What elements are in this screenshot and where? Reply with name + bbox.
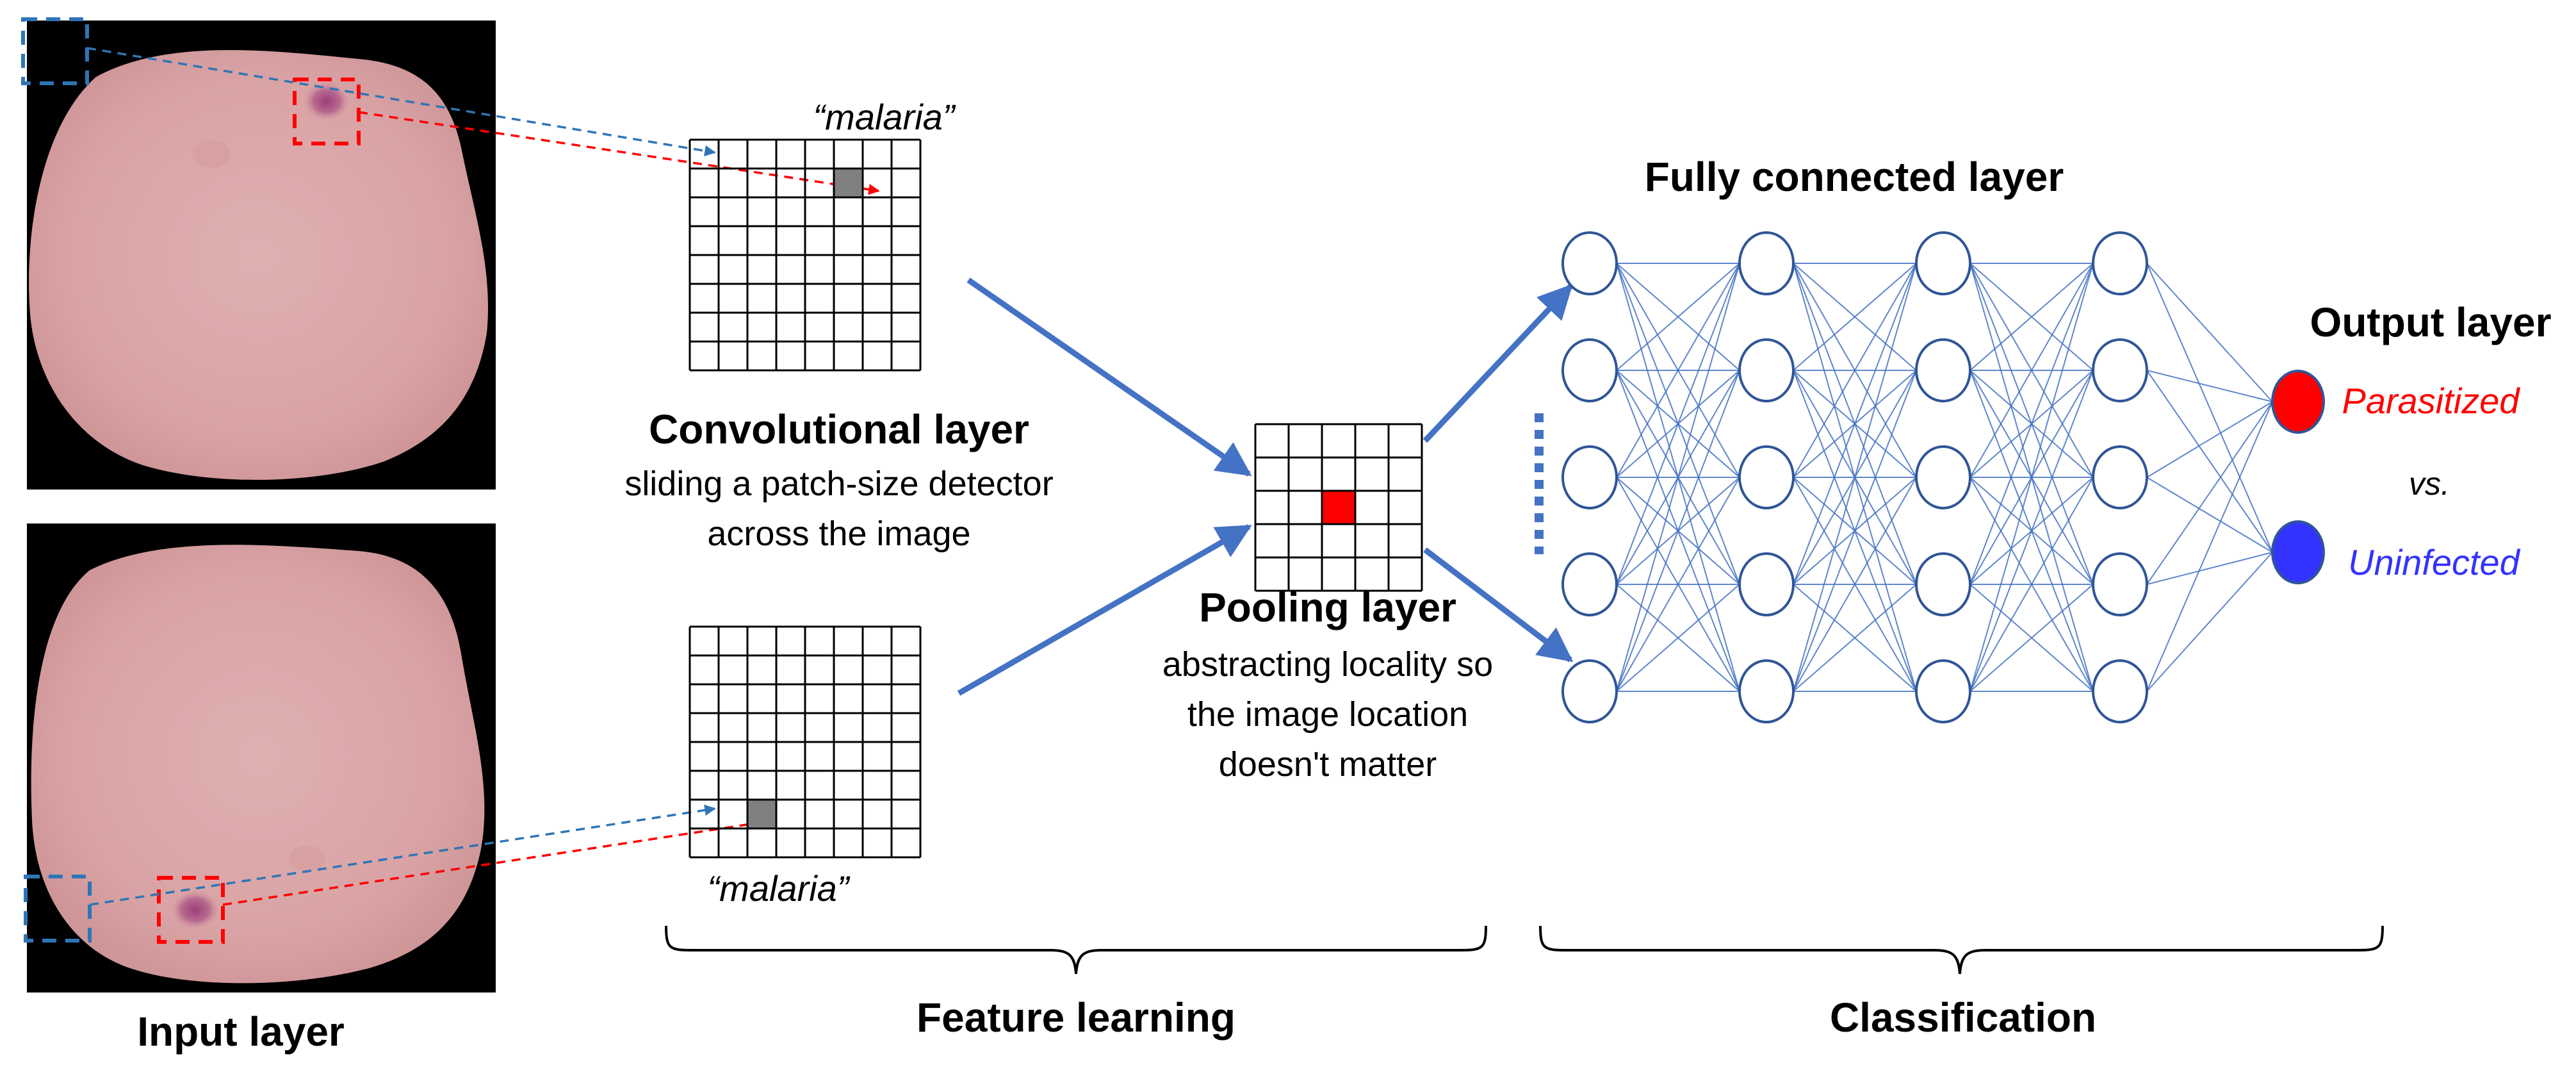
stage-feature-learning: Feature learning [917, 994, 1235, 1041]
network-connection [1793, 263, 1917, 478]
network-connection [1793, 477, 1917, 692]
blue-patch-top [21, 17, 89, 85]
conv-layer-description-2: across the image [707, 515, 970, 553]
conv-feature-map-top [689, 138, 922, 372]
feature-label-top: “malaria” [813, 97, 956, 137]
feature-label-bottom: “malaria” [708, 868, 851, 909]
network-connection [1969, 263, 2094, 692]
arrow-pool-to-fc-bottom [1423, 547, 1574, 663]
blue-patch-bottom [24, 875, 92, 943]
fc-neuron [1915, 552, 1971, 616]
arrow-conv-bottom-to-pool [957, 524, 1252, 696]
grid-activated-cell [747, 800, 776, 828]
network-connection [2146, 263, 2273, 402]
red-patch-bottom [157, 876, 225, 944]
fc-neuron [1561, 445, 1618, 509]
output-neuron-parasitized [2271, 370, 2325, 434]
network-connection [1793, 370, 1917, 692]
fc-neuron [1915, 338, 1971, 402]
red-patch-top [293, 78, 361, 145]
network-connection [2146, 401, 2273, 692]
network-connection [2146, 370, 2273, 402]
network-connection [1793, 263, 1917, 371]
fc-neuron [1915, 445, 1971, 509]
stage-classification: Classification [1830, 994, 2096, 1041]
fc-neuron [1738, 445, 1795, 509]
network-connection [2146, 401, 2273, 585]
conv-layer-title: Convolutional layer [649, 406, 1029, 452]
fc-neuron [1561, 659, 1618, 723]
network-connection [1969, 263, 2094, 585]
brace-classification [1539, 925, 2384, 975]
network-connection [1616, 263, 1740, 371]
pooling-feature-map [1254, 423, 1423, 592]
network-connection [2146, 263, 2273, 553]
network-connection [1616, 263, 1740, 585]
output-class-uninfected: Uninfected [2348, 542, 2521, 582]
fc-neuron [1915, 231, 1971, 295]
pooling-layer-description-1: abstracting locality so [1162, 645, 1493, 684]
network-connection [2146, 370, 2273, 553]
network-connection [1793, 263, 1917, 692]
network-connection [2146, 477, 2273, 553]
arrow-pool-to-fc-top [1423, 284, 1573, 443]
fc-neuron [1738, 231, 1795, 295]
output-layer-title: Output layer [2310, 299, 2552, 345]
network-connection [1616, 477, 1740, 692]
output-separator: vs. [2409, 466, 2450, 502]
network-connection [1969, 263, 2094, 371]
fc-neuron [1561, 231, 1618, 295]
fc-neuron [1738, 552, 1795, 616]
fc-neuron [1738, 338, 1795, 402]
conv-feature-map-bottom [689, 625, 922, 859]
output-neuron-uninfected [2271, 520, 2325, 584]
fc-neuron [1561, 552, 1618, 616]
brace-feature-learning [665, 925, 1487, 975]
fc-neuron [2092, 231, 2148, 295]
grid-activated-cell [834, 169, 863, 197]
network-connection [1969, 584, 2094, 692]
conv-layer-description-1: sliding a patch-size detector [624, 465, 1053, 503]
arrow-conv-top-to-pool [966, 277, 1252, 477]
fc-neuron [1561, 338, 1618, 402]
network-connection [2146, 552, 2273, 692]
input-image-top [21, 17, 496, 490]
pooling-layer-description-3: doesn't matter [1219, 745, 1437, 784]
patch-projections [86, 47, 880, 906]
input-image-bottom [24, 523, 496, 993]
network-connection [2146, 401, 2273, 478]
input-layer-label: Input layer [137, 1009, 345, 1055]
pooling-layer-title: Pooling layer [1199, 584, 1456, 630]
network-connection [1969, 477, 2094, 692]
grid-activated-cell [1322, 491, 1355, 524]
fc-layer-title: Fully connected layer [1645, 154, 2064, 200]
network-connection [1616, 263, 1740, 478]
fc-neuron [1915, 659, 1971, 723]
network-connection [1616, 370, 1740, 692]
network-connection [1616, 584, 1740, 692]
network-connection [1793, 263, 1917, 585]
fc-neuron [2092, 659, 2148, 723]
network-connection [1969, 263, 2094, 478]
fc-neuron [2092, 338, 2148, 402]
network-connection [1793, 584, 1917, 692]
fc-neuron [2092, 445, 2148, 509]
network-connection [2146, 552, 2273, 585]
fully-connected-network [1561, 231, 2325, 723]
fc-neuron [2092, 552, 2148, 616]
pooling-layer-description-2: the image location [1187, 695, 1468, 734]
network-connection [1616, 263, 1740, 692]
fc-neuron [1738, 659, 1795, 723]
output-class-parasitized: Parasitized [2342, 381, 2520, 421]
network-connection [1969, 370, 2094, 692]
